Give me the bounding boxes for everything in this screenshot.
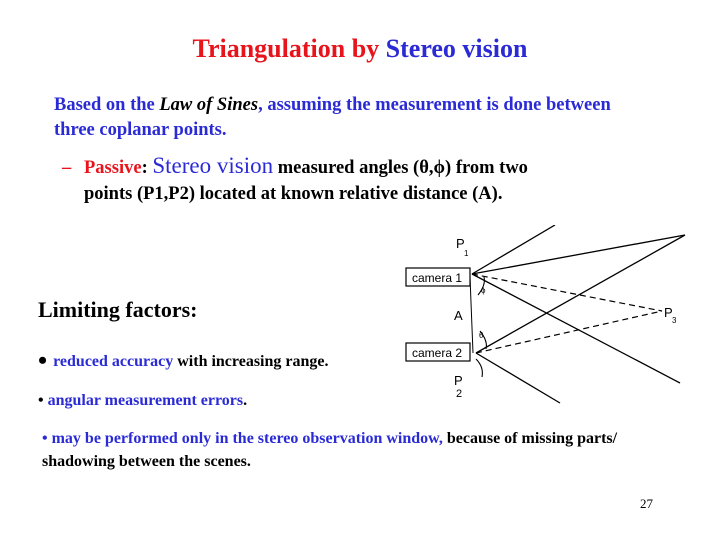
baseline	[469, 276, 474, 354]
camera2-box	[405, 342, 471, 362]
angle-arc-lower	[475, 358, 483, 378]
passive-item: –Passive: Stereo vision measured angles …	[62, 153, 662, 207]
theta-label: θ	[479, 331, 484, 340]
bullet1-rest: with increasing range.	[173, 353, 329, 370]
bullet3-colored: • may be performed only in the stereo ob…	[42, 430, 443, 447]
bullet-angular-errors: • angular measurement errors.	[38, 392, 247, 410]
ray-line	[471, 225, 556, 275]
p1-subscript: 1	[464, 249, 469, 258]
title-part2: Stereo vision	[385, 34, 528, 63]
intro-part1: Based on the	[54, 95, 160, 115]
passive-stereo: Stereo vision	[152, 153, 274, 178]
p3-label: P	[664, 305, 673, 320]
p2-label: P	[454, 373, 463, 388]
bullet2-colored: angular measurement errors	[47, 392, 244, 409]
title-part1: Triangulation by	[192, 34, 380, 63]
intro-italic: Law of Sines	[159, 95, 259, 115]
angle-arc-phi	[477, 276, 485, 296]
slide-title: Triangulation by Stereo vision	[0, 34, 720, 64]
bullet-dot: •	[38, 392, 44, 409]
camera1-label: camera 1	[412, 271, 462, 285]
ray-line	[475, 352, 561, 404]
passive-dash: –	[62, 158, 72, 178]
passive-line2: points (P1,P2) located at known relative…	[84, 184, 503, 204]
baseline-a-label: A	[454, 308, 463, 323]
passive-line1-rest: measured angles (θ,ϕ) from two	[277, 158, 528, 178]
p2-subscript: 2	[456, 388, 462, 400]
stereo-triangulation-diagram: camera 1 camera 2 A ϕ θ P 1 P 2 P 3	[405, 225, 686, 404]
phi-label: ϕ	[481, 286, 486, 295]
angle-arc-theta	[479, 330, 487, 350]
bullet-dot: •	[38, 346, 48, 375]
passive-label: Passive	[84, 158, 142, 178]
p3-subscript: 3	[672, 316, 677, 325]
limiting-heading: Limiting factors:	[38, 297, 198, 322]
ray-line	[471, 234, 686, 275]
intro-part2: , assuming the measurement is done betwe…	[54, 95, 611, 140]
ray-line	[475, 234, 686, 354]
dashed-ray	[471, 273, 663, 312]
passive-colon: :	[141, 158, 148, 178]
bullet3-rest: because of missing parts/ shadowing betw…	[42, 430, 618, 470]
bullet-observation-window: • may be performed only in the stereo ob…	[42, 427, 672, 473]
bullet-reduced-accuracy: • reduced accuracy with increasing range.	[38, 346, 329, 376]
page-number: 27	[640, 496, 653, 511]
intro-text: Based on the Law of Sines, assuming the …	[54, 93, 654, 143]
p1-label: P	[456, 236, 465, 251]
dashed-ray	[475, 310, 663, 354]
bullet2-rest: .	[243, 392, 248, 409]
bullet1-colored: reduced accuracy	[53, 353, 174, 370]
camera2-label: camera 2	[412, 346, 462, 360]
ray-line	[471, 273, 681, 384]
